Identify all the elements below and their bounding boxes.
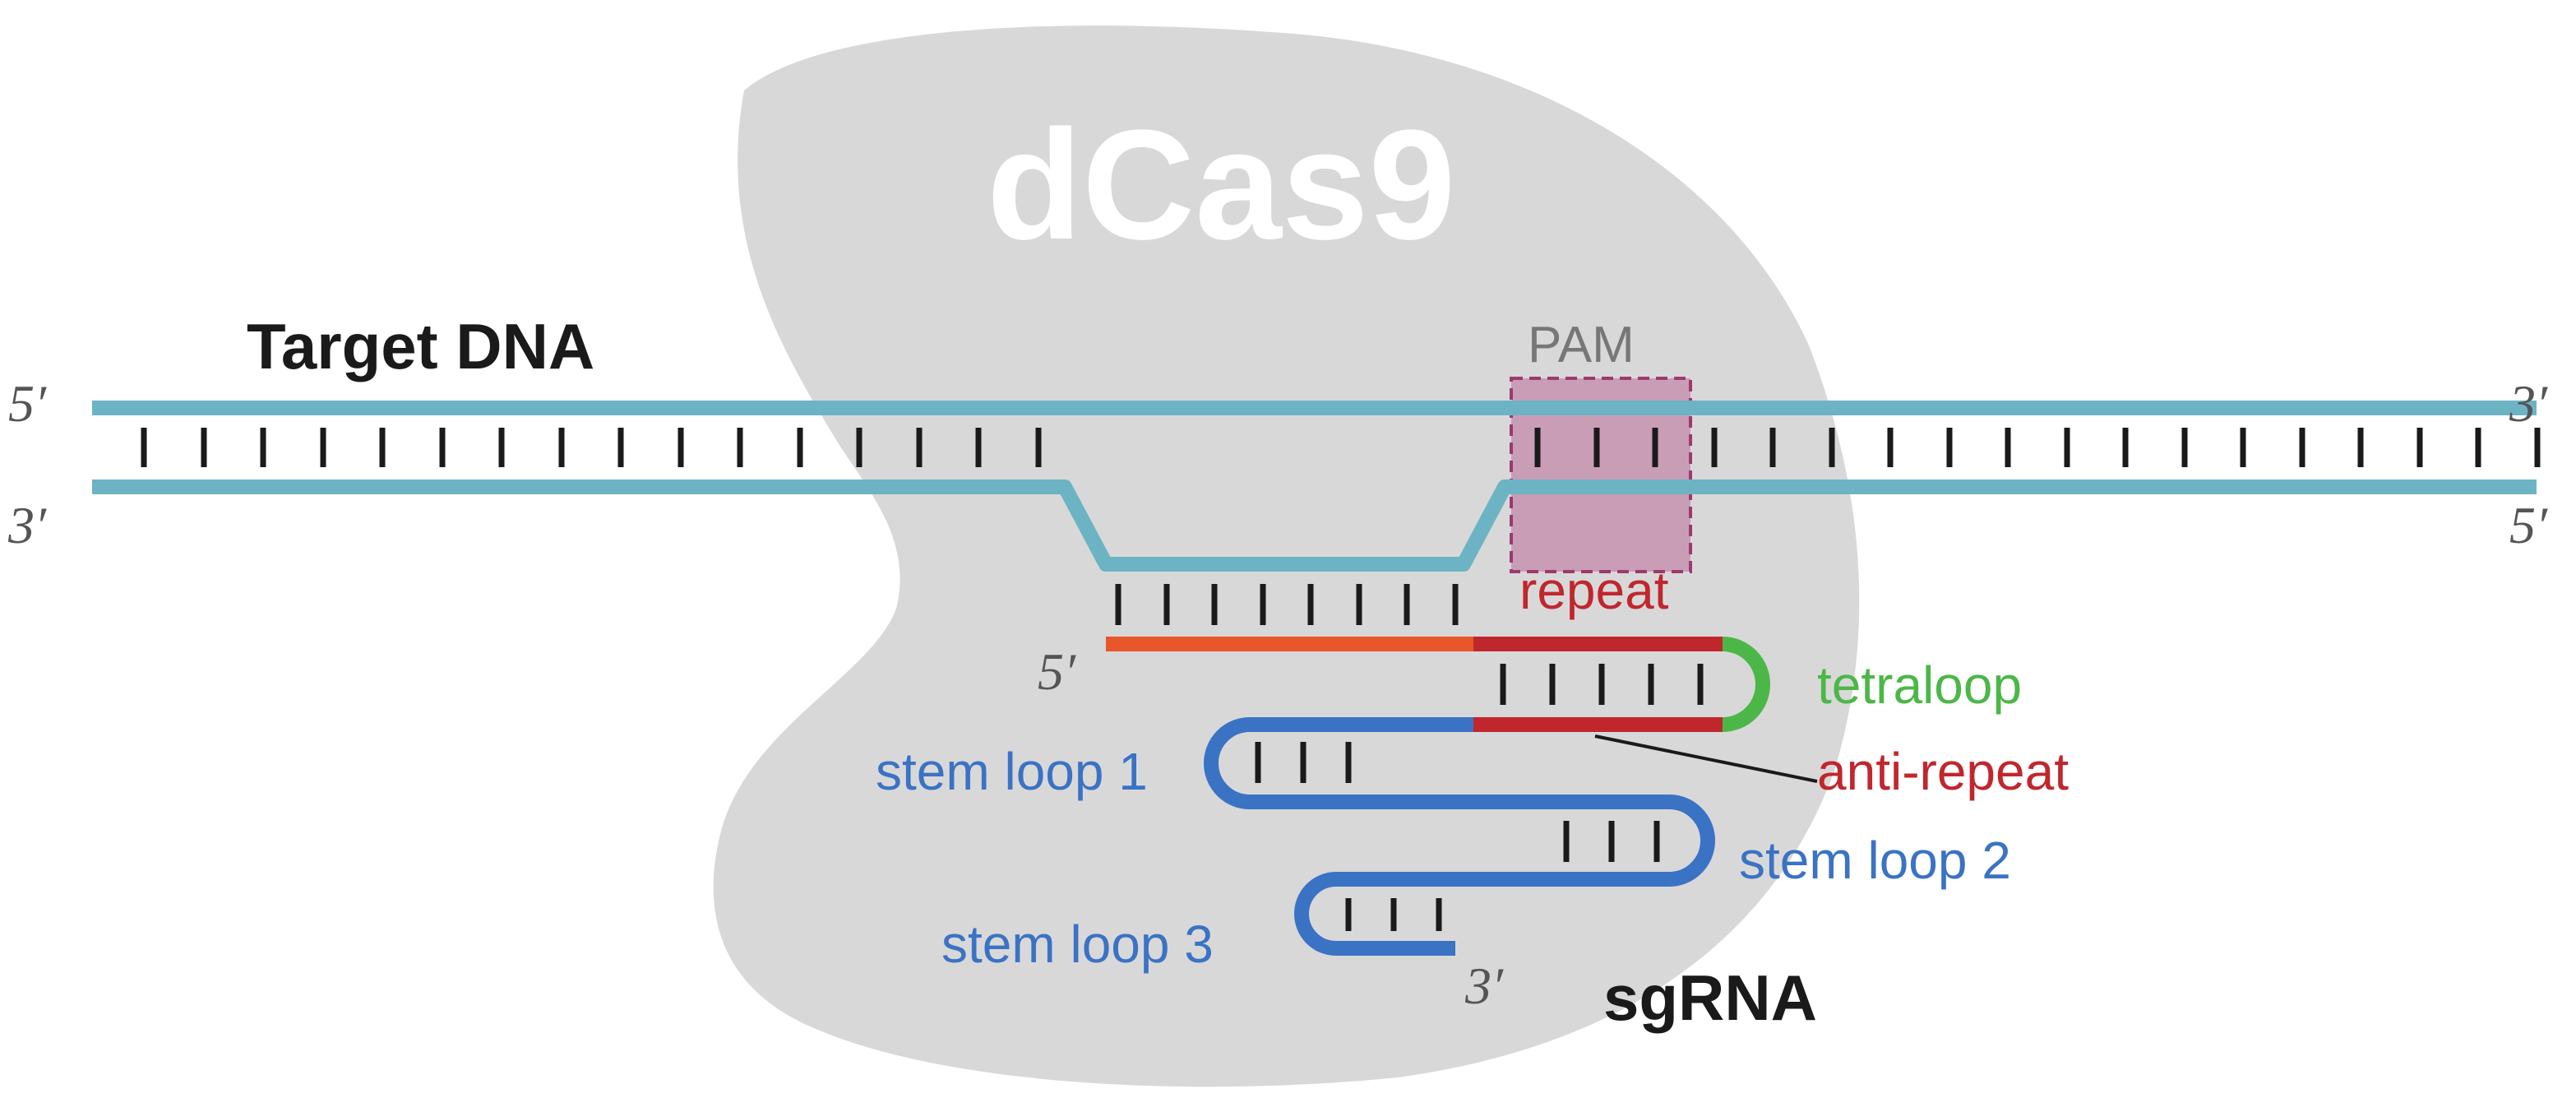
repeat-label: repeat xyxy=(1519,561,1669,620)
pam-label: PAM xyxy=(1528,317,1635,373)
anti-repeat-leader-line xyxy=(1594,734,1818,783)
dna-base-pair-ticks xyxy=(141,428,2541,467)
dcas9-label: dCas9 xyxy=(987,98,1455,272)
dna-bottom-strand xyxy=(92,480,2537,572)
stem-loop-3-label: stem loop 3 xyxy=(941,915,1214,974)
sgrna-pairing-ticks xyxy=(1255,664,1704,931)
dna-bottom-right-end: 5′ xyxy=(2509,496,2548,554)
target-dna-label: Target DNA xyxy=(247,310,594,382)
stem-loop-2-label: stem loop 2 xyxy=(1739,831,2011,890)
dna-bottom-left-end: 3′ xyxy=(7,496,47,554)
sgrna-stem-loops-segment xyxy=(1204,717,1715,956)
stem-loop-1-label: stem loop 1 xyxy=(876,742,1148,801)
sgrna-label: sgRNA xyxy=(1603,961,1817,1034)
sgrna-tetraloop-segment xyxy=(1722,637,1770,732)
anti-repeat-label: anti-repeat xyxy=(1817,742,2069,801)
dna-top-left-end: 5′ xyxy=(8,374,47,433)
tetraloop-label: tetraloop xyxy=(1817,656,2022,715)
sgrna-3prime-end: 3′ xyxy=(1464,957,1504,1015)
spacer-dna-ticks xyxy=(1115,584,1459,625)
sgrna-5prime-end: 5′ xyxy=(1038,642,1076,701)
dna-top-right-end: 3′ xyxy=(2509,374,2548,433)
dcas9-protein-shape xyxy=(713,25,1860,1087)
